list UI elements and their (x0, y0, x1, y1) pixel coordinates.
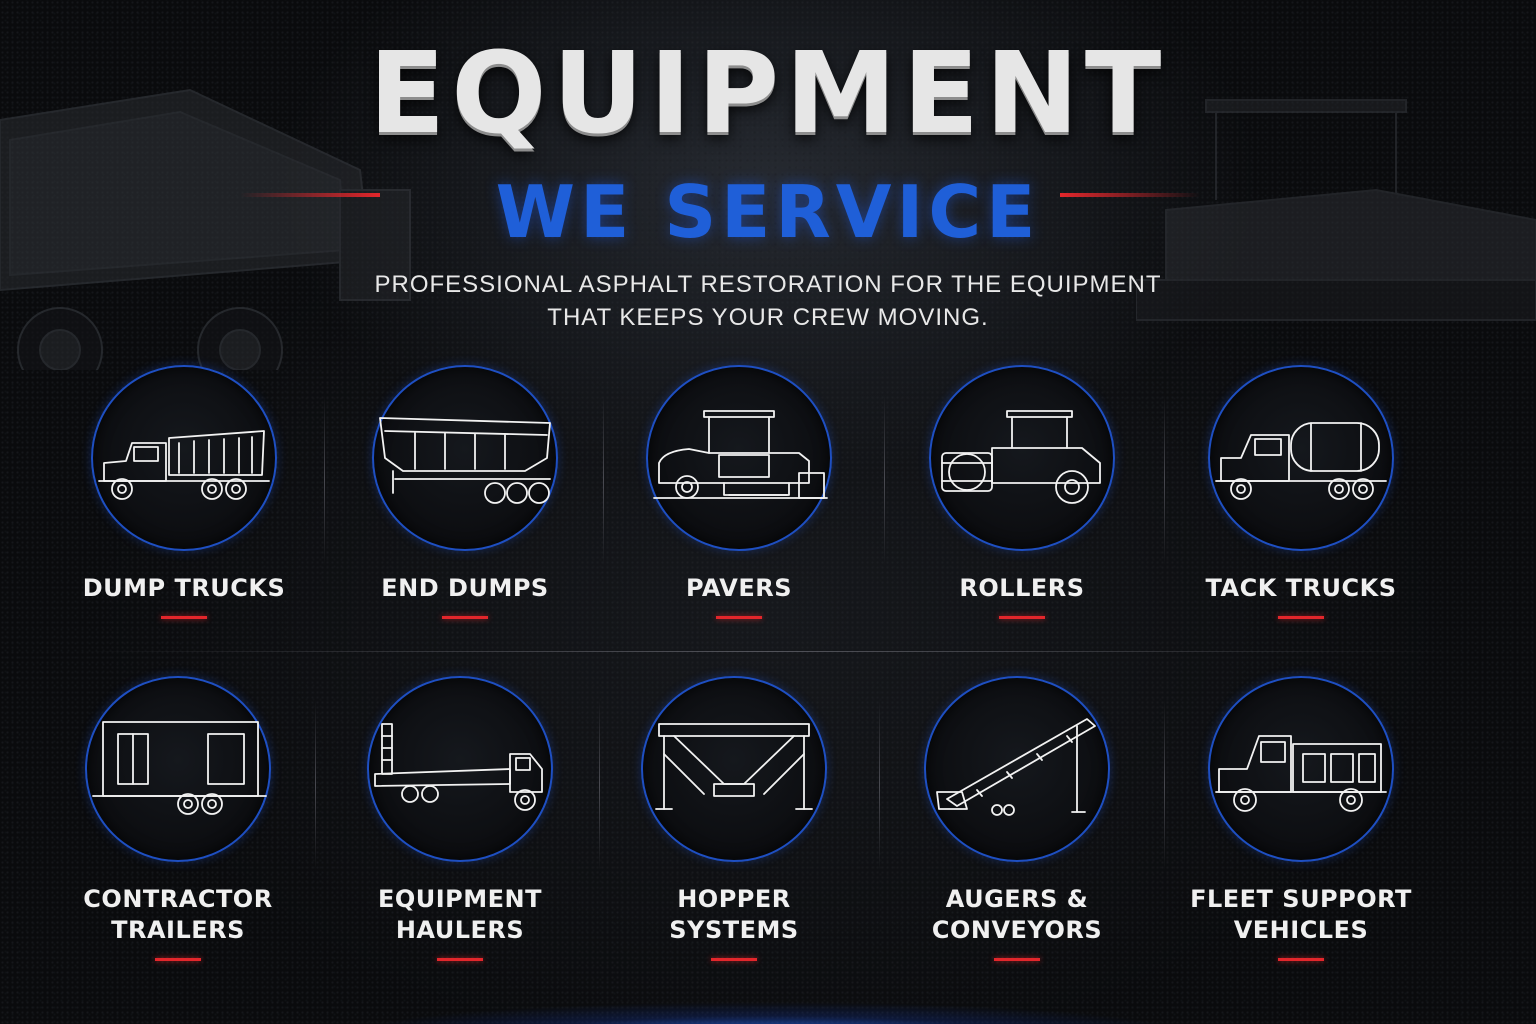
icon-circle (641, 676, 827, 862)
equipment-label: DUMP TRUCKS (82, 574, 286, 602)
equipment-item-end-dumps: END DUMPS (335, 365, 595, 619)
equipment-item-tack-trucks: TACK TRUCKS (1171, 365, 1431, 619)
row-divider (80, 651, 1456, 652)
column-divider (1164, 395, 1165, 565)
column-divider (324, 395, 325, 565)
column-divider (884, 395, 885, 565)
dump-truck-icon (98, 430, 270, 500)
column-divider (1164, 700, 1165, 870)
label-accent-underline (716, 616, 762, 619)
equipment-label: AUGERS & CONVEYORS (931, 885, 1103, 944)
column-divider (603, 395, 604, 565)
equipment-label: CONTRACTOR TRAILERS (83, 885, 273, 944)
title-equipment: EQUIPMENT (368, 29, 1168, 159)
label-accent-underline (442, 616, 488, 619)
subtitle: PROFESSIONAL ASPHALT RESTORATION FOR THE… (0, 268, 1536, 334)
roller-icon (941, 410, 1101, 504)
service-truck-icon (1215, 735, 1387, 812)
icon-circle (85, 676, 271, 862)
column-divider (315, 700, 316, 870)
equipment-item-rollers: ROLLERS (892, 365, 1152, 619)
icon-circle (1208, 676, 1394, 862)
subtitle-line-2: THAT KEEPS YOUR CREW MOVING. (547, 304, 989, 331)
equipment-item-dump-trucks: DUMP TRUCKS (54, 365, 314, 619)
bottom-blue-glow (0, 974, 1536, 1024)
equipment-label: HOPPER SYSTEMS (669, 885, 799, 944)
icon-circle (646, 365, 832, 551)
equipment-label: ROLLERS (959, 574, 1085, 602)
subtitle-line-1: PROFESSIONAL ASPHALT RESTORATION FOR THE… (374, 271, 1162, 298)
equipment-hauler-icon (374, 723, 543, 811)
equipment-label: END DUMPS (381, 574, 549, 602)
label-accent-underline (437, 958, 483, 961)
icon-circle (367, 676, 553, 862)
icon-circle (91, 365, 277, 551)
hopper-system-icon (655, 723, 813, 810)
label-accent-underline (994, 958, 1040, 961)
equipment-item-augers-conveyors: AUGERS & CONVEYORS (887, 676, 1147, 961)
equipment-label: FLEET SUPPORT VEHICLES (1190, 885, 1412, 944)
icon-circle (372, 365, 558, 551)
equipment-item-equipment-haulers: EQUIPMENT HAULERS (330, 676, 590, 961)
equipment-item-contractor-trailers: CONTRACTOR TRAILERS (48, 676, 308, 961)
icon-circle (924, 676, 1110, 862)
label-accent-underline (161, 616, 207, 619)
equipment-item-hopper-systems: HOPPER SYSTEMS (604, 676, 864, 961)
equipment-item-pavers: PAVERS (609, 365, 869, 619)
contractor-trailer-icon (92, 721, 267, 815)
label-accent-underline (1278, 616, 1324, 619)
label-accent-underline (999, 616, 1045, 619)
icon-circle (929, 365, 1115, 551)
equipment-label: TACK TRUCKS (1205, 574, 1397, 602)
end-dump-trailer-icon (379, 417, 551, 504)
background-paver-photo (1136, 99, 1536, 322)
equipment-label: EQUIPMENT HAULERS (377, 885, 543, 944)
icon-circle (1208, 365, 1394, 551)
label-accent-underline (155, 958, 201, 961)
title-accent-line-left (240, 193, 380, 197)
tack-truck-icon (1215, 422, 1387, 500)
label-accent-underline (1278, 958, 1324, 961)
column-divider (599, 700, 600, 870)
column-divider (879, 700, 880, 870)
conveyor-icon (936, 718, 1096, 816)
title-accent-line-right (1060, 193, 1200, 197)
equipment-item-fleet-support-vehicles: FLEET SUPPORT VEHICLES (1171, 676, 1431, 961)
equipment-label: PAVERS (685, 574, 793, 602)
title-we-service: WE SERVICE (495, 170, 1041, 254)
paver-icon (653, 410, 828, 499)
background-dump-truck-photo (0, 88, 411, 370)
label-accent-underline (711, 958, 757, 961)
